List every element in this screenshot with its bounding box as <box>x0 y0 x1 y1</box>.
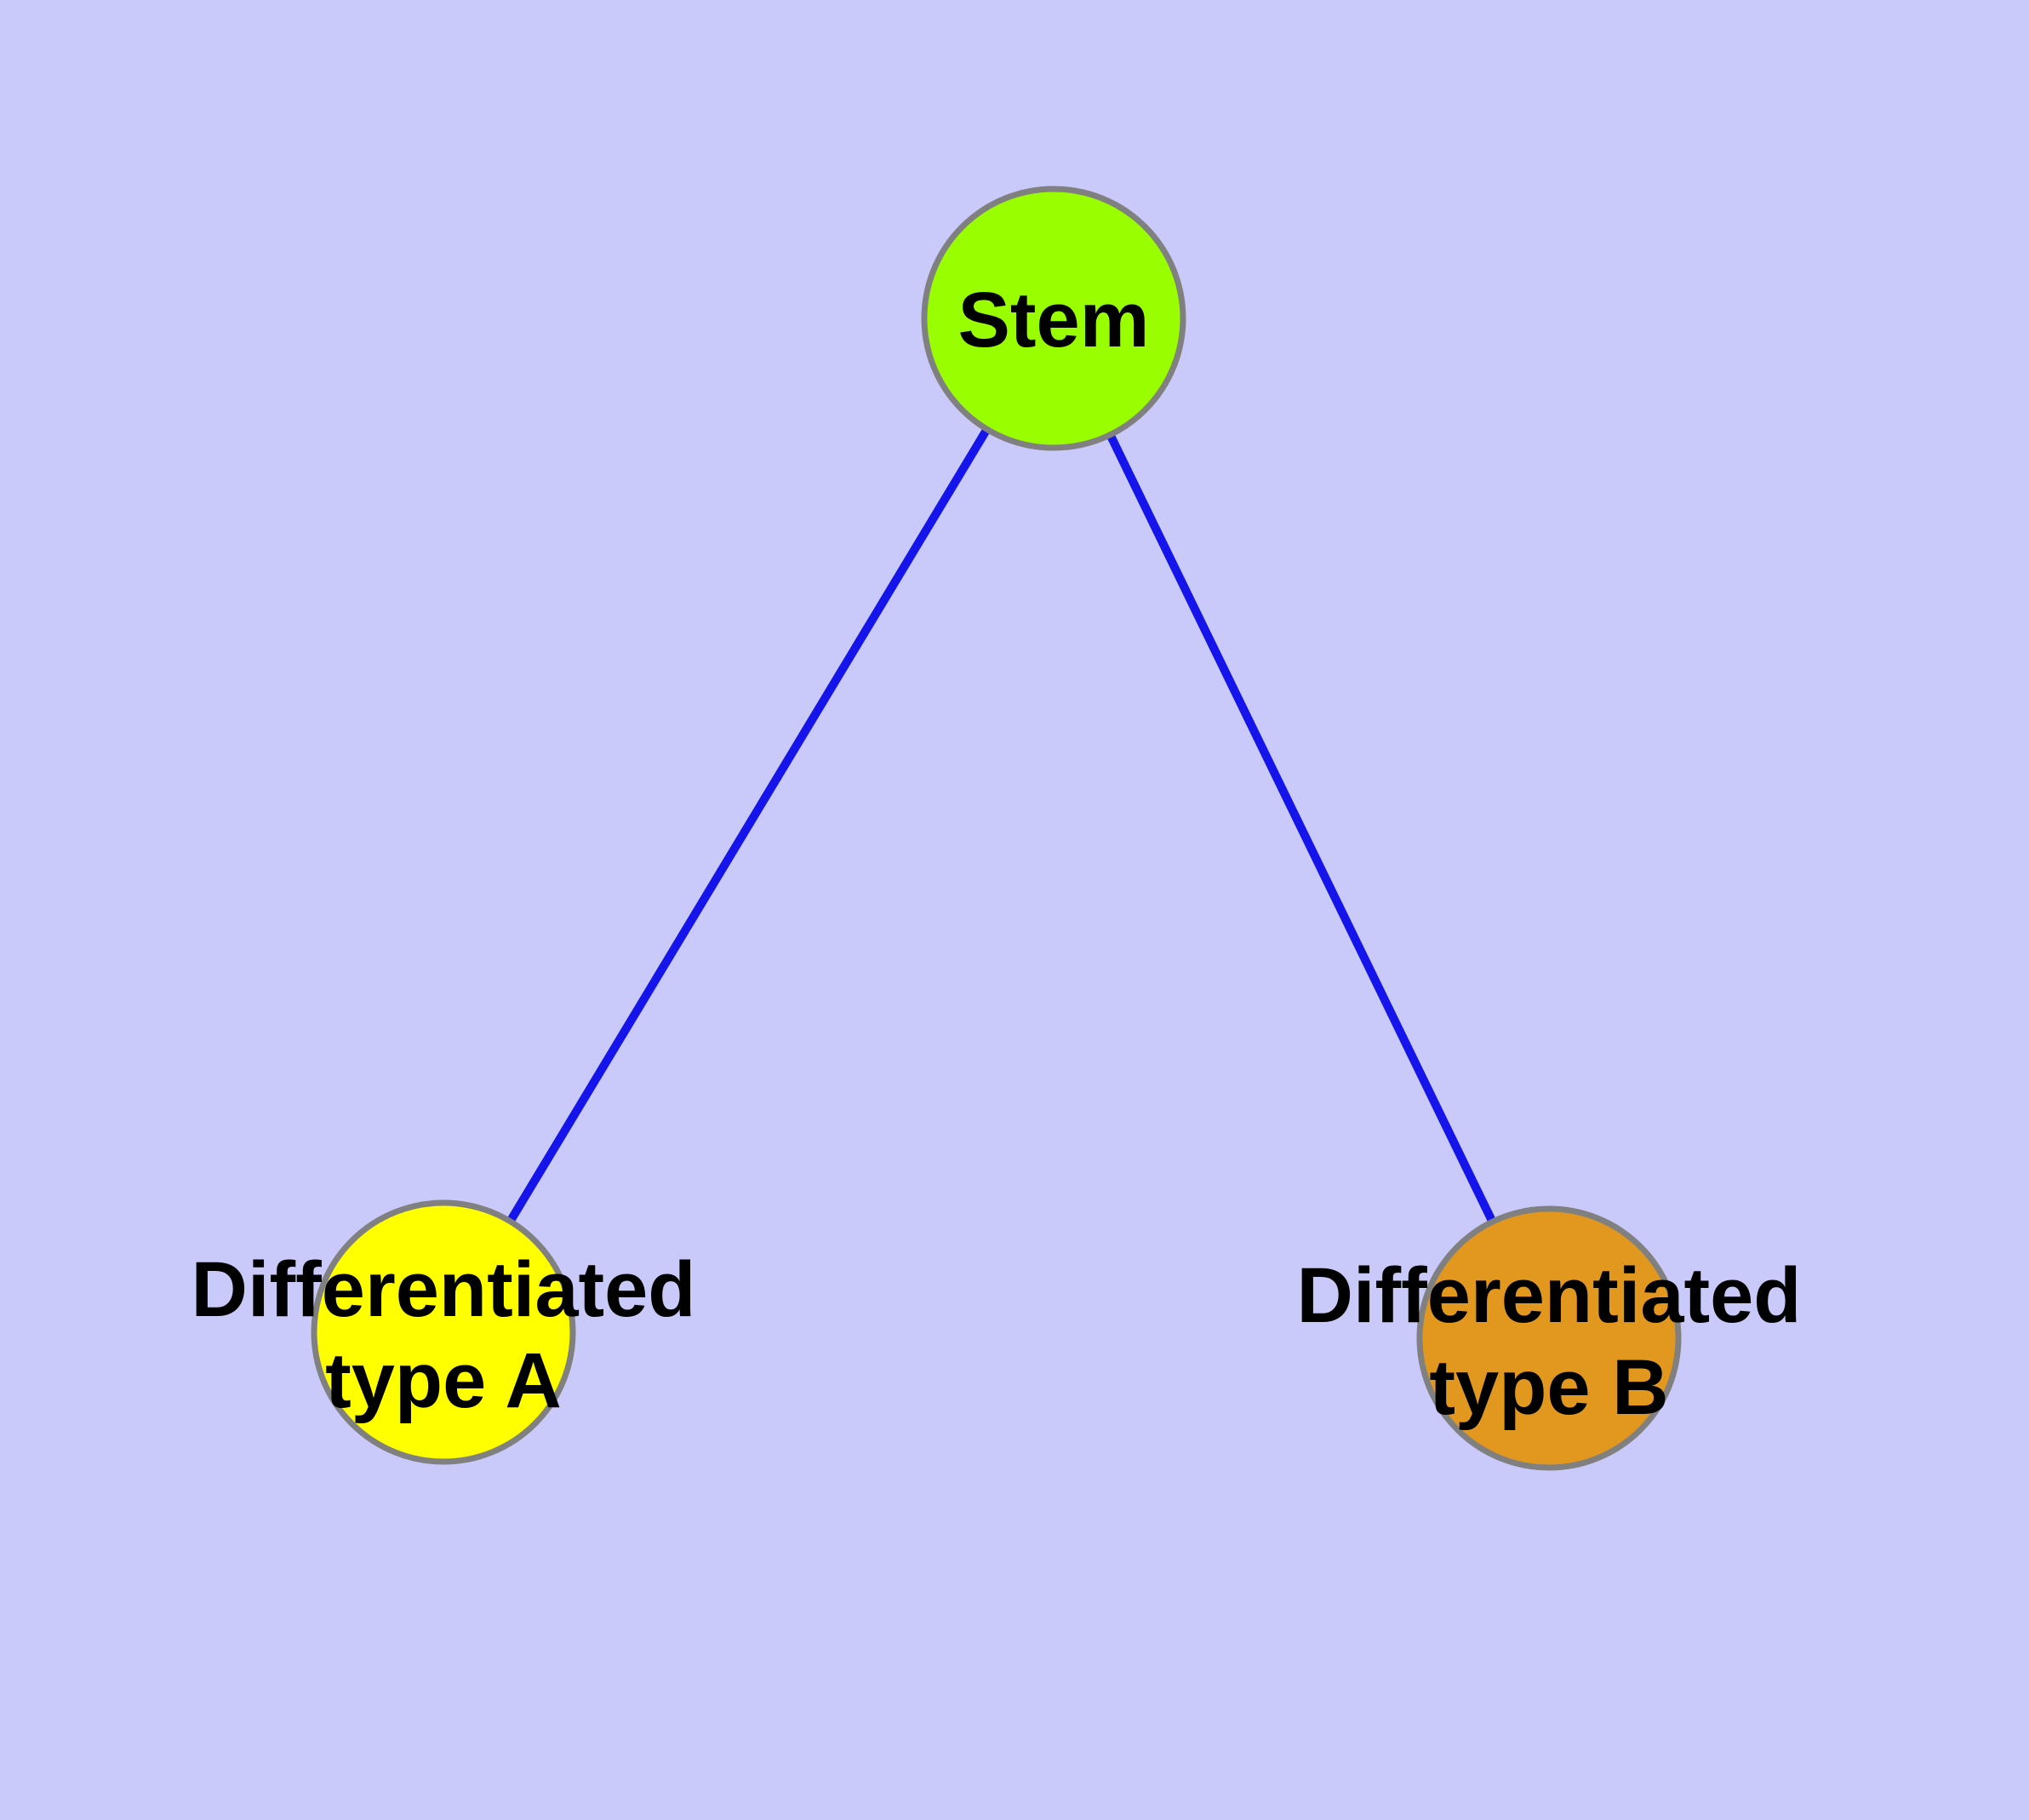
node-type-a-label-line1: Differentiated <box>191 1246 696 1333</box>
node-type-b-label-line1: Differentiated <box>1297 1252 1802 1339</box>
node-type-a-label-line2: type A <box>325 1337 562 1424</box>
node-type-b-circle <box>1416 1205 1682 1471</box>
edge-stem-to-type-a <box>439 316 1058 1335</box>
node-type-a-circle <box>311 1199 576 1465</box>
node-stem-label: Stem <box>958 277 1150 363</box>
edge-stem-to-type-b <box>1049 316 1553 1341</box>
node-stem-circle <box>921 186 1186 451</box>
node-type-b-label-line2: type B <box>1429 1344 1668 1431</box>
